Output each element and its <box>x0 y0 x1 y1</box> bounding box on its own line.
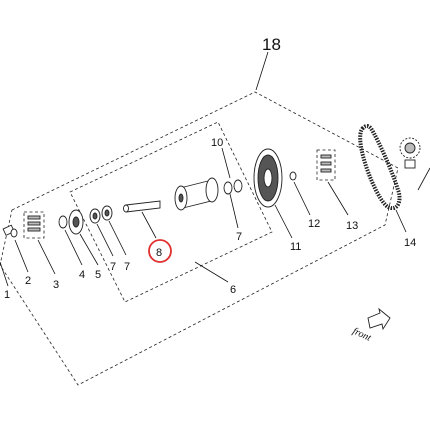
part-11-pulley <box>253 148 293 239</box>
callout-14: 14 <box>404 237 416 249</box>
part-10-spacer <box>221 147 231 179</box>
callout-11: 11 <box>290 241 301 253</box>
highlight-ring-8 <box>148 239 172 263</box>
callout-7-left: 7 <box>110 261 116 273</box>
subassembly-outline <box>69 121 273 303</box>
drive-sprocket <box>399 137 430 191</box>
leader-18 <box>255 51 269 91</box>
callout-8: 8 <box>156 247 162 259</box>
part-4-spacer <box>58 215 83 266</box>
callout-13: 13 <box>346 220 358 232</box>
callout-18: 18 <box>262 35 281 54</box>
callout-1: 1 <box>4 289 10 301</box>
part-3-hardware-set <box>23 211 56 275</box>
part-14-belt <box>358 123 407 233</box>
part-8-axle <box>123 200 161 239</box>
part-12-nut <box>289 171 311 216</box>
callout-5: 5 <box>95 269 101 281</box>
callout-10: 10 <box>211 137 223 149</box>
leader-6 <box>194 261 229 283</box>
assembly-outline <box>0 91 399 386</box>
callout-2: 2 <box>25 275 31 287</box>
part-hub <box>174 177 219 211</box>
part-5-sprocket <box>68 209 99 266</box>
part-2-washer <box>10 228 29 273</box>
front-arrow-icon <box>367 307 391 331</box>
callout-3: 3 <box>53 279 59 291</box>
front-label: front <box>351 326 373 344</box>
callout-7-right: 7 <box>236 231 242 243</box>
part-7-bearing-mid <box>101 205 127 256</box>
callout-7-mid: 7 <box>124 261 130 273</box>
callout-4: 4 <box>79 269 85 281</box>
callout-6: 6 <box>230 284 236 296</box>
callout-12: 12 <box>308 218 320 230</box>
part-7-bearing-right <box>223 179 243 229</box>
part-7-bearing-left <box>89 208 114 257</box>
part-13-hardware-set <box>316 149 349 216</box>
